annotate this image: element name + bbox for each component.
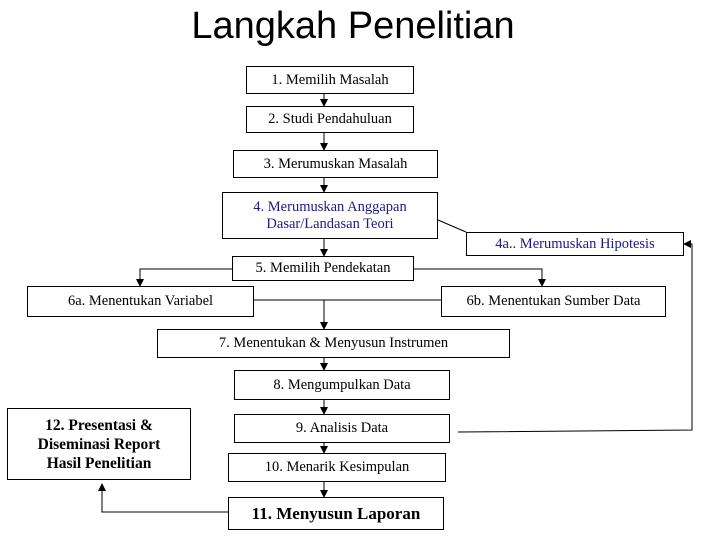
arrow-5-6a bbox=[136, 268, 232, 287]
step-7-box: 7. Menentukan & Menyusun Instrumen bbox=[157, 329, 510, 358]
step-4-box: 4. Merumuskan Anggapan Dasar/Landasan Te… bbox=[222, 192, 438, 239]
step-9-label: 9. Analisis Data bbox=[295, 420, 389, 436]
step-3-label: 3. Merumuskan Masalah bbox=[263, 155, 408, 172]
step-12-label-line2: Diseminasi Report bbox=[37, 435, 161, 453]
step-12-label-line3: Hasil Penelitian bbox=[46, 454, 152, 472]
step-12-label-line1: 12. Presentasi & bbox=[45, 416, 153, 434]
step-8-label: 8. Mengumpulkan Data bbox=[273, 376, 411, 393]
step-11-box: 11. Menyusun Laporan bbox=[228, 497, 444, 530]
step-6b-label: 6b. Menentukan Sumber Data bbox=[466, 293, 641, 309]
step-5-box: 5. Memilih Pendekatan bbox=[232, 256, 414, 281]
arrow-5-6b bbox=[414, 268, 546, 287]
step-6b-box: 6b. Menentukan Sumber Data bbox=[441, 286, 666, 317]
arrow-9-to-4a bbox=[457, 240, 693, 433]
step-1-label: 1. Memilih Masalah bbox=[271, 71, 389, 88]
step-10-label: 10. Menarik Kesimpulan bbox=[264, 459, 410, 475]
step-8-box: 8. Mengumpulkan Data bbox=[234, 370, 450, 400]
step-1-box: 1. Memilih Masalah bbox=[246, 66, 414, 94]
step-4-label-line1: 4. Merumuskan Anggapan bbox=[253, 198, 407, 215]
step-2-label: 2. Studi Pendahuluan bbox=[268, 111, 392, 127]
arrow-11-to-12 bbox=[98, 483, 228, 513]
page-title: Langkah Penelitian bbox=[191, 5, 515, 47]
step-9-box: 9. Analisis Data bbox=[234, 414, 450, 443]
step-6a-label: 6a. Menentukan Variabel bbox=[67, 293, 214, 309]
step-7-label: 7. Menentukan & Menyusun Instrumen bbox=[218, 335, 449, 351]
line-4-to-4a bbox=[437, 219, 467, 233]
step-2-box: 2. Studi Pendahuluan bbox=[246, 106, 414, 133]
step-11-label: 11. Menyusun Laporan bbox=[251, 504, 421, 523]
step-4a-label: 4a.. Merumuskan Hipotesis bbox=[495, 235, 655, 252]
step-10-box: 10. Menarik Kesimpulan bbox=[228, 453, 446, 482]
step-4a-box: 4a.. Merumuskan Hipotesis bbox=[466, 232, 684, 256]
step-5-label: 5. Memilih Pendekatan bbox=[255, 260, 391, 276]
step-3-box: 3. Merumuskan Masalah bbox=[233, 150, 438, 178]
step-12-box: 12. Presentasi & Diseminasi Report Hasil… bbox=[7, 408, 191, 480]
step-4-label-line2: Dasar/Landasan Teori bbox=[266, 215, 394, 232]
step-6a-box: 6a. Menentukan Variabel bbox=[27, 286, 254, 317]
